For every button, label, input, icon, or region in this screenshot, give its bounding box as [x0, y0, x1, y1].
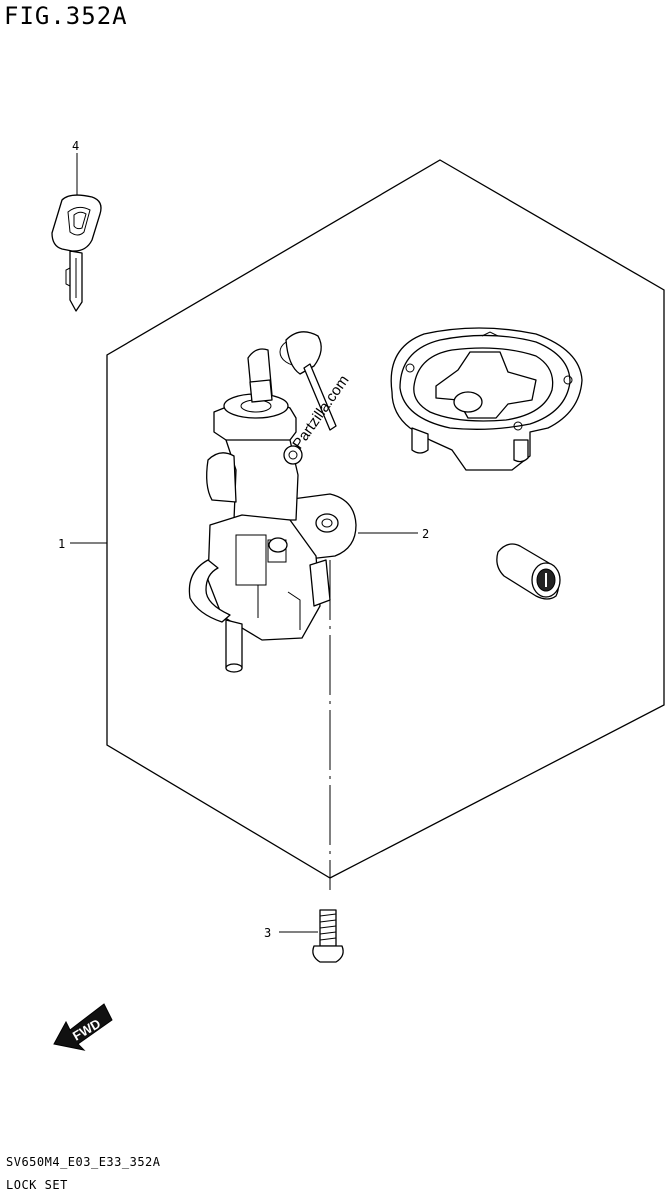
key-icon: [51, 194, 102, 312]
assembly-outline: [106, 159, 665, 879]
callout-4: 4: [72, 139, 79, 153]
callout-3: 3: [264, 926, 271, 940]
footer-code: SV650M4_E03_E33_352A: [6, 1155, 161, 1169]
callout-1: 1: [58, 537, 65, 551]
seat-lock-icon: [496, 543, 561, 600]
watermark: Partzilla.com: [289, 372, 352, 452]
fwd-arrow-icon: FWD: [53, 1003, 113, 1051]
figure-title: FIG.352A: [4, 2, 128, 30]
fuel-cap-icon: [390, 327, 583, 471]
callout-2: 2: [422, 527, 429, 541]
footer-name: LOCK SET: [6, 1178, 68, 1192]
bolt-icon: [312, 909, 344, 963]
ignition-switch-icon: [188, 331, 357, 673]
